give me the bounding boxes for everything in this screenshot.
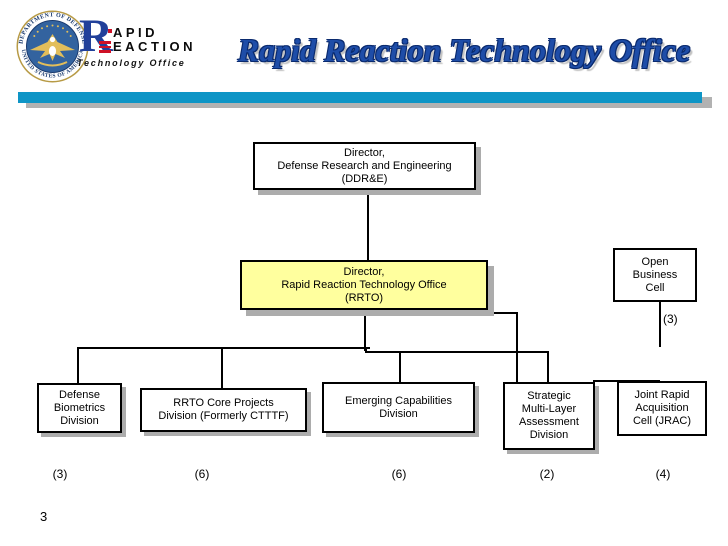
rrto-logo-subtitle: Technology Office [77,58,186,68]
division-line: Joint Rapid [634,389,690,401]
node-strategic-multilayer-assessment-division: Strategic Multi-Layer Assessment Divisio… [503,382,595,450]
count-strategic: (2) [539,467,555,481]
node-open-business-cell: Open Business Cell [613,248,697,302]
count-emerging-capabilities: (6) [391,467,407,481]
connector-rrto-elbow-horizontal [489,312,518,314]
count-jrac: (4) [655,467,671,481]
connector-rrto-drop [364,310,366,351]
division-line: Biometrics [53,401,106,414]
division-line: Emerging Capabilities [345,394,452,407]
connector-rrto-elbow-vertical [516,312,518,384]
dod-seal-icon: DEPARTMENT OF DEFENSE UNITED STATES OF A… [16,10,89,83]
connector-trunk-left [77,347,370,349]
node-obc-line: Cell [645,281,665,294]
rrto-logo-word-rapid: APID [113,25,159,40]
connector-drop-defense-biometrics [77,347,79,385]
node-ddre-line: (DDR&E) [341,172,388,185]
connector-ddre-to-rrto [367,190,369,260]
division-line: Acquisition [635,402,689,414]
division-line: Division (Formerly CTTTF) [158,410,289,422]
rrto-logo: R APID EACTION Technology Office [77,13,202,72]
node-defense-biometrics-division: Defense Biometrics Division [37,383,122,433]
node-rrto-line: Director, [343,265,385,278]
count-open-business-cell: (3) [663,312,678,326]
node-ddre-line: Defense Research and Engineering [277,159,452,172]
division-line: Cell (JRAC) [632,415,692,427]
header-rule [18,92,702,103]
division-line: RRTO Core Projects [173,397,274,409]
rrto-logo-word-reaction: EACTION [113,39,196,54]
node-ddre: Director, Defense Research and Engineeri… [253,142,476,190]
connector-open-business-cell [659,302,661,347]
node-emerging-capabilities-division: Emerging Capabilities Division [322,382,475,433]
node-rrto-line: (RRTO) [344,291,384,304]
division-line: Division [529,429,569,441]
node-obc-line: Business [632,268,678,281]
count-rrto-core-projects: (6) [194,467,210,481]
node-obc-line: Open [641,255,669,268]
node-rrto-line: Rapid Reaction Technology Office [281,278,447,291]
page-number: 3 [40,509,48,524]
connector-drop-emerging-capabilities [399,351,401,384]
rrto-logo-stripes-icon [99,41,111,55]
page-title: Rapid Reaction Technology Office [237,32,691,68]
connector-trunk-step [365,347,367,353]
node-rrto-director: Director, Rapid Reaction Technology Offi… [240,260,488,310]
node-rrto-core-projects-division: RRTO Core Projects Division (Formerly CT… [140,388,307,432]
division-line: Division [379,407,418,420]
rrto-logo-red-square [108,29,112,33]
division-line: Multi-Layer [521,403,577,415]
connector-drop-rrto-core [221,347,223,390]
division-line: Assessment [519,416,579,428]
connector-drop-strategic [547,351,549,384]
node-ddre-line: Director, [344,146,385,159]
division-line: Defense [59,388,100,401]
division-line: Strategic [527,390,571,402]
connector-trunk-right [365,351,549,353]
division-line: Division [60,414,99,427]
count-defense-biometrics: (3) [52,467,68,481]
node-joint-rapid-acquisition-cell: Joint Rapid Acquisition Cell (JRAC) [617,381,707,436]
